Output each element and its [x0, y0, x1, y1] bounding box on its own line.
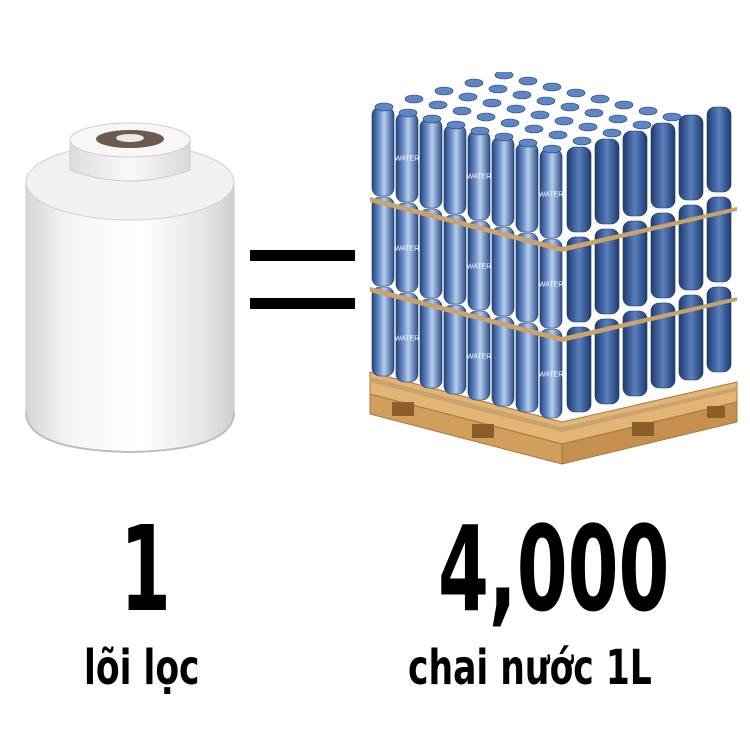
bottle-cap	[488, 84, 508, 94]
bottle-cap	[458, 92, 478, 102]
equals-bar-bottom	[250, 298, 355, 309]
water-bottle	[443, 214, 467, 305]
water-bottle-pallet-icon: WATER WATER WATER WATER WATER WATER WATER WATER…	[362, 70, 742, 492]
bottle-cap	[590, 94, 610, 104]
water-bottle	[594, 138, 620, 225]
bottle-label-text: WATER	[395, 336, 420, 343]
bottle-stack: WATER WATER WATER WATER WATER WATER WATER WATER…	[370, 70, 737, 432]
water-bottle	[491, 226, 515, 317]
bottle-label-text: WATER	[395, 156, 420, 163]
water-bottle	[467, 310, 491, 401]
water-bottle	[515, 232, 539, 323]
bottle-cap	[518, 76, 538, 86]
water-bottle	[650, 302, 676, 389]
bottle-cap	[404, 94, 424, 104]
water-bottle	[491, 136, 515, 227]
water-bottle	[419, 298, 443, 389]
bottle-cap	[536, 96, 556, 106]
water-bottle	[566, 326, 592, 413]
bottle-cap	[602, 128, 622, 138]
water-bottle	[650, 212, 676, 299]
bottle-cap	[530, 110, 550, 120]
bottle-cap	[506, 104, 526, 114]
water-bottle	[371, 286, 395, 377]
water-bottle	[650, 122, 676, 209]
bottle-cap	[560, 102, 580, 112]
bottle-cap	[494, 132, 514, 142]
water-bottle	[419, 208, 443, 299]
water-bottle	[443, 124, 467, 215]
bottle-cap	[428, 100, 448, 110]
bottle-label-text: WATER	[539, 192, 564, 199]
bottle-label-text: WATER	[539, 282, 564, 289]
bottle-caption: chai nước 1L	[408, 640, 652, 696]
water-bottle	[371, 196, 395, 287]
bottle-cap	[662, 112, 682, 122]
bottle-cap	[434, 86, 454, 96]
water-bottle	[443, 304, 467, 395]
bottle-label-text: WATER	[467, 264, 492, 271]
bottle-cap	[638, 106, 658, 116]
water-bottle	[566, 236, 592, 323]
bottle-cap	[554, 116, 574, 126]
water-bottle	[419, 118, 443, 209]
bottle-cap	[464, 78, 484, 88]
bottle-cap	[470, 126, 490, 136]
water-bottle	[395, 202, 419, 293]
bottle-label-text: WATER	[467, 174, 492, 181]
bottle-cap	[578, 122, 598, 132]
water-bottle	[539, 328, 563, 419]
bottle-cap	[542, 144, 562, 154]
water-bottle	[678, 294, 704, 381]
water-bottle	[566, 146, 592, 233]
bottle-cap	[452, 106, 472, 116]
bottle-cap	[548, 130, 568, 140]
equals-bar-top	[250, 250, 355, 261]
bottle-cap	[494, 70, 514, 80]
bottle-cap	[512, 90, 532, 100]
bottle-cap	[500, 118, 520, 128]
water-bottle	[706, 196, 732, 283]
bottle-cap	[524, 124, 544, 134]
bottle-cap	[476, 112, 496, 122]
water-bottle	[622, 130, 648, 217]
bottle-cap	[542, 82, 562, 92]
water-bottle	[491, 316, 515, 407]
bottle-cap	[482, 98, 502, 108]
equals-sign-icon	[250, 250, 355, 310]
water-bottle	[594, 228, 620, 315]
water-bottle	[706, 106, 732, 193]
bottle-cap	[572, 136, 592, 146]
bottle-cap	[584, 108, 604, 118]
bottle-label-text: WATER	[467, 354, 492, 361]
water-bottle	[467, 220, 491, 311]
bottle-cap	[608, 114, 628, 124]
filter-count: 1	[120, 500, 171, 638]
bottle-cap	[374, 102, 394, 112]
bottle-cap	[632, 120, 652, 130]
water-bottle	[622, 310, 648, 397]
bottle-count: 4,000	[438, 500, 670, 638]
water-bottle	[395, 292, 419, 383]
bottle-cap	[518, 138, 538, 148]
water-bottle	[678, 204, 704, 291]
bottle-cap	[446, 120, 466, 130]
water-bottle	[678, 114, 704, 201]
filter-cartridge-icon	[18, 112, 243, 462]
water-bottle	[594, 318, 620, 405]
water-bottle	[622, 220, 648, 307]
water-bottle	[706, 286, 732, 373]
bottle-label-text: WATER	[539, 372, 564, 379]
water-bottle	[515, 142, 539, 233]
bottle-cap	[566, 88, 586, 98]
bottle-cap	[422, 114, 442, 124]
bottle-cap	[614, 100, 634, 110]
filter-caption: lõi lọc	[84, 640, 200, 696]
bottle-cap	[398, 108, 418, 118]
bottle-label-text: WATER	[395, 246, 420, 253]
water-bottle	[371, 106, 395, 197]
water-bottle	[515, 322, 539, 413]
water-bottle	[539, 238, 563, 329]
